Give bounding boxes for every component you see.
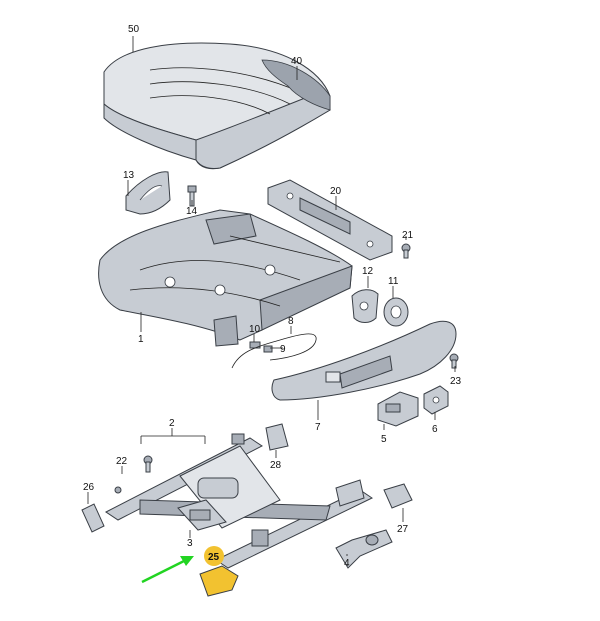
callout-25: 25: [208, 552, 220, 563]
callout-13: 13: [123, 170, 135, 181]
callout-14: 14: [186, 206, 198, 217]
bracket-12: [351, 289, 379, 323]
callout-27: 27: [397, 524, 409, 535]
screw-23: [449, 353, 459, 369]
callout-10: 10: [249, 324, 261, 335]
knob-6: [423, 385, 449, 415]
bracket-27: [383, 483, 413, 509]
callout-5: 5: [381, 434, 387, 445]
callout-9: 9: [280, 344, 286, 355]
callout-labels: 50 40 13 14 20 21 12 11 1 10 8 9 23 7 5 …: [83, 24, 462, 569]
part-25-highlighted: [199, 546, 239, 597]
callout-20: 20: [330, 186, 342, 197]
screw-22: [143, 455, 153, 473]
callout-6: 6: [432, 424, 438, 435]
bracket-26: [81, 503, 105, 533]
bracket-13: [125, 171, 171, 215]
bearing-11: [383, 297, 409, 327]
callout-11: 11: [388, 276, 399, 287]
clip-9: [263, 345, 273, 353]
callout-4: 4: [344, 558, 350, 569]
seat-cushion: [103, 42, 331, 170]
highlight-arrow: [141, 556, 194, 584]
callout-50: 50: [128, 24, 140, 35]
leader-lines: [87, 36, 456, 556]
callout-7: 7: [315, 422, 321, 433]
adjuster-rail-20: [267, 179, 393, 261]
callout-2: 2: [169, 418, 175, 429]
callout-8: 8: [288, 316, 294, 327]
motor-3: [177, 499, 227, 531]
callout-22: 22: [116, 456, 128, 467]
callout-23: 23: [450, 376, 462, 387]
callout-3: 3: [187, 538, 193, 549]
seat-frame-1: [98, 209, 353, 347]
switch-5: [377, 391, 419, 427]
callout-12: 12: [362, 266, 374, 277]
side-trim-7: [271, 320, 457, 401]
motor-4: [335, 529, 393, 569]
callout-28: 28: [270, 460, 282, 471]
screw-small: [114, 486, 122, 494]
wire-8: [231, 333, 317, 369]
callout-26: 26: [83, 482, 95, 493]
bracket-28: [265, 423, 289, 451]
callout-21: 21: [402, 230, 414, 241]
callout-1: 1: [138, 334, 144, 345]
track-assembly-2: [105, 433, 374, 569]
callout-40: 40: [291, 56, 303, 67]
screw-21: [401, 243, 411, 259]
